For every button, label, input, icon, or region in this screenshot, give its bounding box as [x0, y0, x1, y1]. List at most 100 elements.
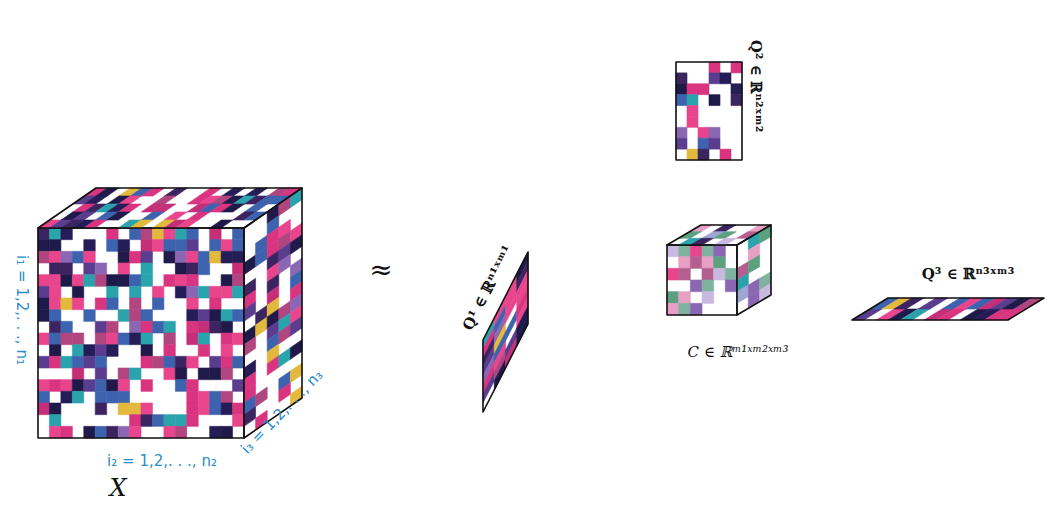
tensor-cell: [107, 240, 118, 252]
tensor-cell: [720, 149, 731, 160]
tensor-cell: [130, 220, 153, 228]
tensor-cell: [698, 84, 709, 95]
face-outline: [676, 62, 742, 160]
tensor-cell: [49, 356, 60, 368]
tensor-cell: [95, 403, 106, 415]
tensor-cell: [676, 127, 687, 138]
tensor-cell: [95, 275, 106, 287]
tensor-cell: [233, 415, 244, 427]
tensor-cell: [130, 286, 141, 298]
tensor-cell: [49, 298, 60, 310]
tensor-cell: [142, 188, 165, 196]
index-label: i₃ = 1,2,. . ., n₃: [238, 367, 326, 457]
tensor-cell: [72, 391, 83, 403]
tensor-cell: [49, 380, 60, 392]
tensor-cell: [107, 391, 118, 403]
tensor-cell: [233, 240, 244, 252]
tensor-cell: [679, 245, 691, 257]
tensor-cell: [233, 263, 244, 275]
tensor-cell: [95, 333, 106, 345]
tensor-cell: [290, 235, 302, 255]
tensor-cell: [690, 303, 702, 315]
tensor-cell: [61, 391, 72, 403]
tensor-cell: [198, 333, 209, 345]
tensor-cell: [210, 426, 221, 438]
tensor-cell: [198, 391, 209, 403]
tensor-cell: [141, 310, 152, 322]
tensor-cell: [152, 286, 163, 298]
tensor-cell: [49, 426, 60, 438]
tensor-cell: [130, 415, 141, 427]
tensor-cell: [72, 333, 83, 345]
tensor-cell: [152, 415, 163, 427]
tensor-cell: [61, 251, 72, 263]
tensor-cell: [737, 285, 748, 303]
tensor-cell: [107, 345, 118, 357]
face-outline: [38, 188, 302, 228]
tensor-cell: [187, 380, 198, 392]
face-outline: [737, 225, 771, 315]
tensor-cell: [118, 333, 129, 345]
tensor-cell: [84, 426, 95, 438]
tensor-cell: [61, 426, 72, 438]
tensor-cell: [141, 275, 152, 287]
tensor-cell: [667, 303, 679, 315]
tensor-cell: [690, 257, 702, 269]
tensor-cell: [198, 286, 209, 298]
tensor-cell: [49, 333, 60, 345]
tensor-cell: [118, 426, 129, 438]
tensor-cell: [731, 84, 742, 95]
tensor-cell: [221, 321, 232, 333]
tensor-cell: [107, 228, 118, 240]
tensor-cell: [118, 240, 129, 252]
tensor-cell: [175, 240, 186, 252]
tensor-cell: [49, 403, 60, 415]
tensor-cell: [118, 310, 129, 322]
index-label: i₂ = 1,2,. . ., n₂: [107, 453, 217, 470]
tensor-name: X: [109, 475, 126, 501]
tensor-cell: [210, 310, 221, 322]
tensor-cell: [152, 228, 163, 240]
tensor-cell: [198, 310, 209, 322]
tensor-cell: [233, 310, 244, 322]
tensor-cell: [210, 368, 221, 380]
tensor-cell: [84, 240, 95, 252]
tensor-cell: [38, 286, 49, 298]
tensor-cell: [175, 426, 186, 438]
tensor-cell: [233, 403, 244, 415]
tensor-cell: [690, 280, 702, 292]
tensor-cell: [244, 204, 267, 212]
tensor-cell: [244, 407, 256, 427]
tensor-cell: [49, 240, 60, 252]
tensor-cell: [38, 310, 49, 322]
tensor-cell: [187, 275, 198, 287]
tensor-cell: [38, 403, 49, 415]
tensor-cell: [84, 263, 95, 275]
tensor-cell: [198, 263, 209, 275]
tensor-cell: [279, 196, 291, 216]
tensor-cell: [210, 391, 221, 403]
tensor-cell: [141, 403, 152, 415]
tensor-cell: [49, 275, 60, 287]
tensor-cell: [141, 212, 164, 220]
tensor-cell: [894, 298, 924, 309]
tensor-cell: [690, 225, 713, 232]
tensor-cell: [38, 240, 49, 252]
tensor-cell: [713, 232, 736, 239]
tensor-cell: [714, 268, 726, 280]
tensor-cell: [141, 380, 152, 392]
tensor-cell: [187, 298, 198, 310]
tensor-cell: [279, 348, 291, 368]
tensor-cell: [279, 324, 291, 344]
tensor-cell: [221, 345, 232, 357]
tensor-cell: [210, 220, 233, 228]
tensor-cell: [118, 368, 129, 380]
tensor-cell: [118, 204, 141, 212]
tensor-cell: [233, 228, 244, 240]
tensor-cell: [107, 298, 118, 310]
tensor-cell: [702, 245, 714, 257]
tensor-cell: [118, 275, 129, 287]
tensor-cell: [679, 268, 691, 280]
tensor-cell: [49, 415, 60, 427]
